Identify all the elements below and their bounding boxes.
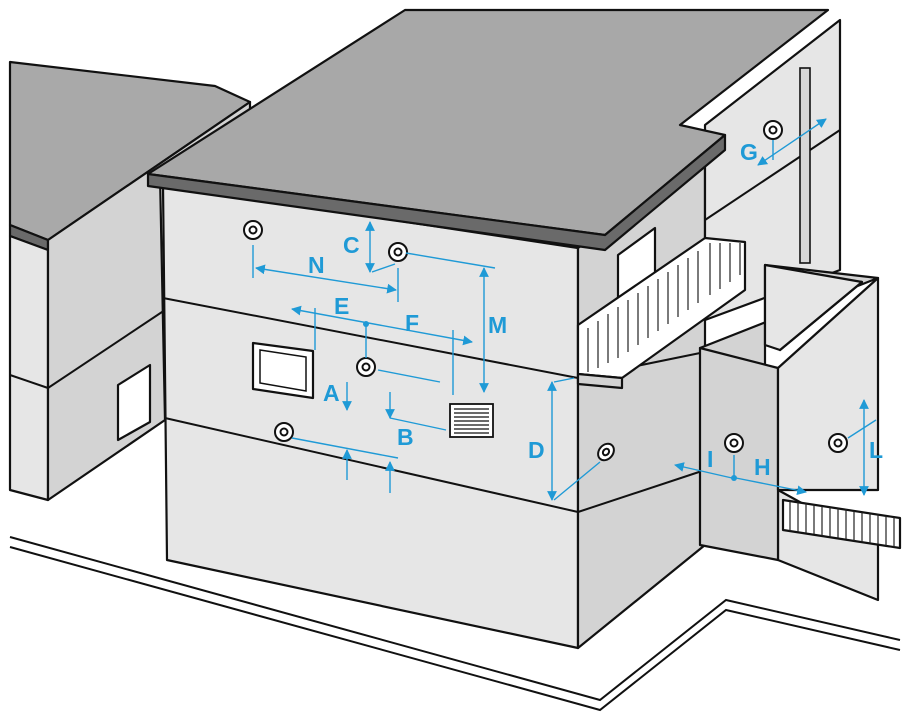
- label-f: F: [405, 310, 419, 336]
- label-e: E: [334, 293, 349, 319]
- window-icon: [251, 341, 315, 400]
- flue-terminal-icon: [597, 442, 615, 462]
- annex-building: [698, 263, 902, 602]
- balcony-railing: [587, 243, 741, 372]
- flue-terminal-icon: [274, 422, 294, 442]
- label-c: C: [343, 232, 360, 258]
- ground-outline: [9, 536, 901, 712]
- label-m: M: [488, 312, 507, 338]
- label-h: H: [754, 454, 771, 480]
- label-g: G: [740, 139, 758, 165]
- left-building: [8, 60, 252, 502]
- flue-terminal-icon: [763, 120, 783, 140]
- vent-grille-icon: [449, 403, 494, 438]
- main-building: [146, 8, 842, 650]
- drain-pipe: [799, 67, 811, 264]
- door-icon: [116, 363, 152, 442]
- flue-terminal-icon: [243, 220, 263, 240]
- flue-terminal-icon: [828, 433, 848, 453]
- flue-terminal-icon: [388, 242, 408, 262]
- flue-terminal-icon: [356, 357, 376, 377]
- fence: [781, 498, 902, 550]
- label-i: I: [707, 446, 713, 472]
- label-b: B: [397, 424, 414, 450]
- roof-edge: [146, 133, 727, 252]
- label-d: D: [528, 437, 545, 463]
- flue-terminal-icon: [724, 433, 744, 453]
- label-n: N: [308, 252, 325, 278]
- label-l: L: [869, 437, 883, 463]
- dimension-lines: [252, 118, 877, 501]
- label-a: A: [323, 380, 340, 406]
